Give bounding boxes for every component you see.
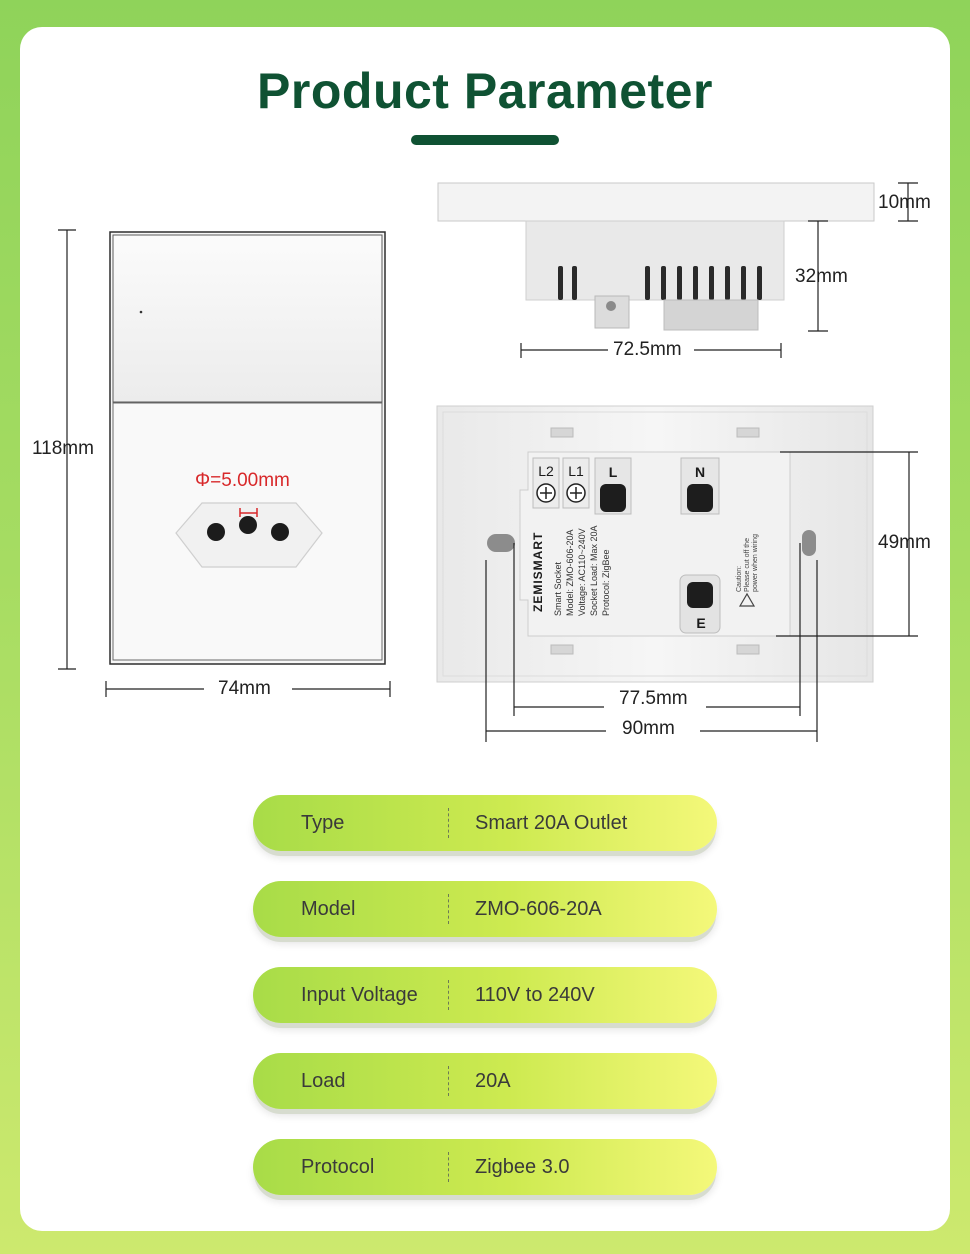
terminal-screw-block [594,295,630,329]
spec-label: Model [301,898,356,920]
spec-row-model: Model ZMO-606-20A [253,881,717,937]
spec-divider [448,980,449,1010]
spec-label: Load [301,1070,346,1092]
plate-thickness-dimension: 10mm [878,192,931,213]
terminal-l1-label: L1 [568,463,584,479]
side-plate [437,182,875,222]
spec-label: Input Voltage [301,984,418,1006]
caution-line-1: power when wiring [752,534,759,592]
back-width-dimension: 90mm [622,718,675,739]
terminal-l-label: L [609,464,618,480]
touch-panel [112,234,383,403]
spec-value: 110V to 240V [475,984,595,1006]
spec-line-0: Smart Socket [553,561,563,616]
caution-title: Caution: [736,566,743,592]
side-connector [663,299,759,331]
caution-line-0: Please cut off the [744,538,751,592]
spec-value: Zigbee 3.0 [475,1156,570,1178]
spec-value: 20A [475,1070,511,1092]
brand-label: ZEMISMART [531,532,545,612]
spec-divider [448,894,449,924]
body-width-dimension: 72.5mm [613,339,682,360]
hole-diameter-dimension: Φ=5.00mm [195,470,290,491]
spec-divider [448,1066,449,1096]
vent-slots [558,266,762,300]
spec-row-protocol: Protocol Zigbee 3.0 [253,1139,717,1195]
spec-row-type: Type Smart 20A Outlet [253,795,717,851]
spec-line-1: Model: ZMO-606-20A [565,529,575,616]
terminal-height-dimension: 49mm [878,532,931,553]
mount-hole-right [802,530,816,556]
body-depth-dimension: 32mm [795,266,848,287]
socket-hole-right [271,523,289,541]
back-view [436,405,918,742]
mount-hole-left [487,534,515,552]
spec-line-3: Socket Load: Max 20A [589,525,599,616]
socket-hole-center [239,516,257,534]
page-title: Product Parameter [257,63,713,119]
spec-divider [448,1152,449,1182]
spec-line-4: Protocol: ZigBee [601,549,611,616]
product-drawings: L2 L1 L N E ZEMISMART Smart Socket Model… [58,182,918,742]
socket-hole-left [207,523,225,541]
spec-row-load: Load 20A [253,1053,717,1109]
spec-line-2: Voltage: AC110~240V [577,528,587,616]
terminal-n-label: N [695,464,705,480]
terminal-e-label: E [696,615,705,631]
socket-face [175,502,323,568]
spec-value: Smart 20A Outlet [475,812,628,834]
spec-divider [448,808,449,838]
terminal-l2-label: L2 [538,463,554,479]
title-underline [411,135,559,145]
front-height-dimension: 118mm [32,438,94,459]
spec-row-input-voltage: Input Voltage 110V to 240V [253,967,717,1023]
side-view [437,182,918,358]
front-view [58,229,391,697]
front-width-dimension: 74mm [218,678,271,699]
indicator-led [139,310,143,314]
spec-label: Protocol [301,1156,375,1178]
spec-label: Type [301,812,345,834]
mounting-spacing-dimension: 77.5mm [619,688,688,709]
spec-value: ZMO-606-20A [475,898,602,920]
